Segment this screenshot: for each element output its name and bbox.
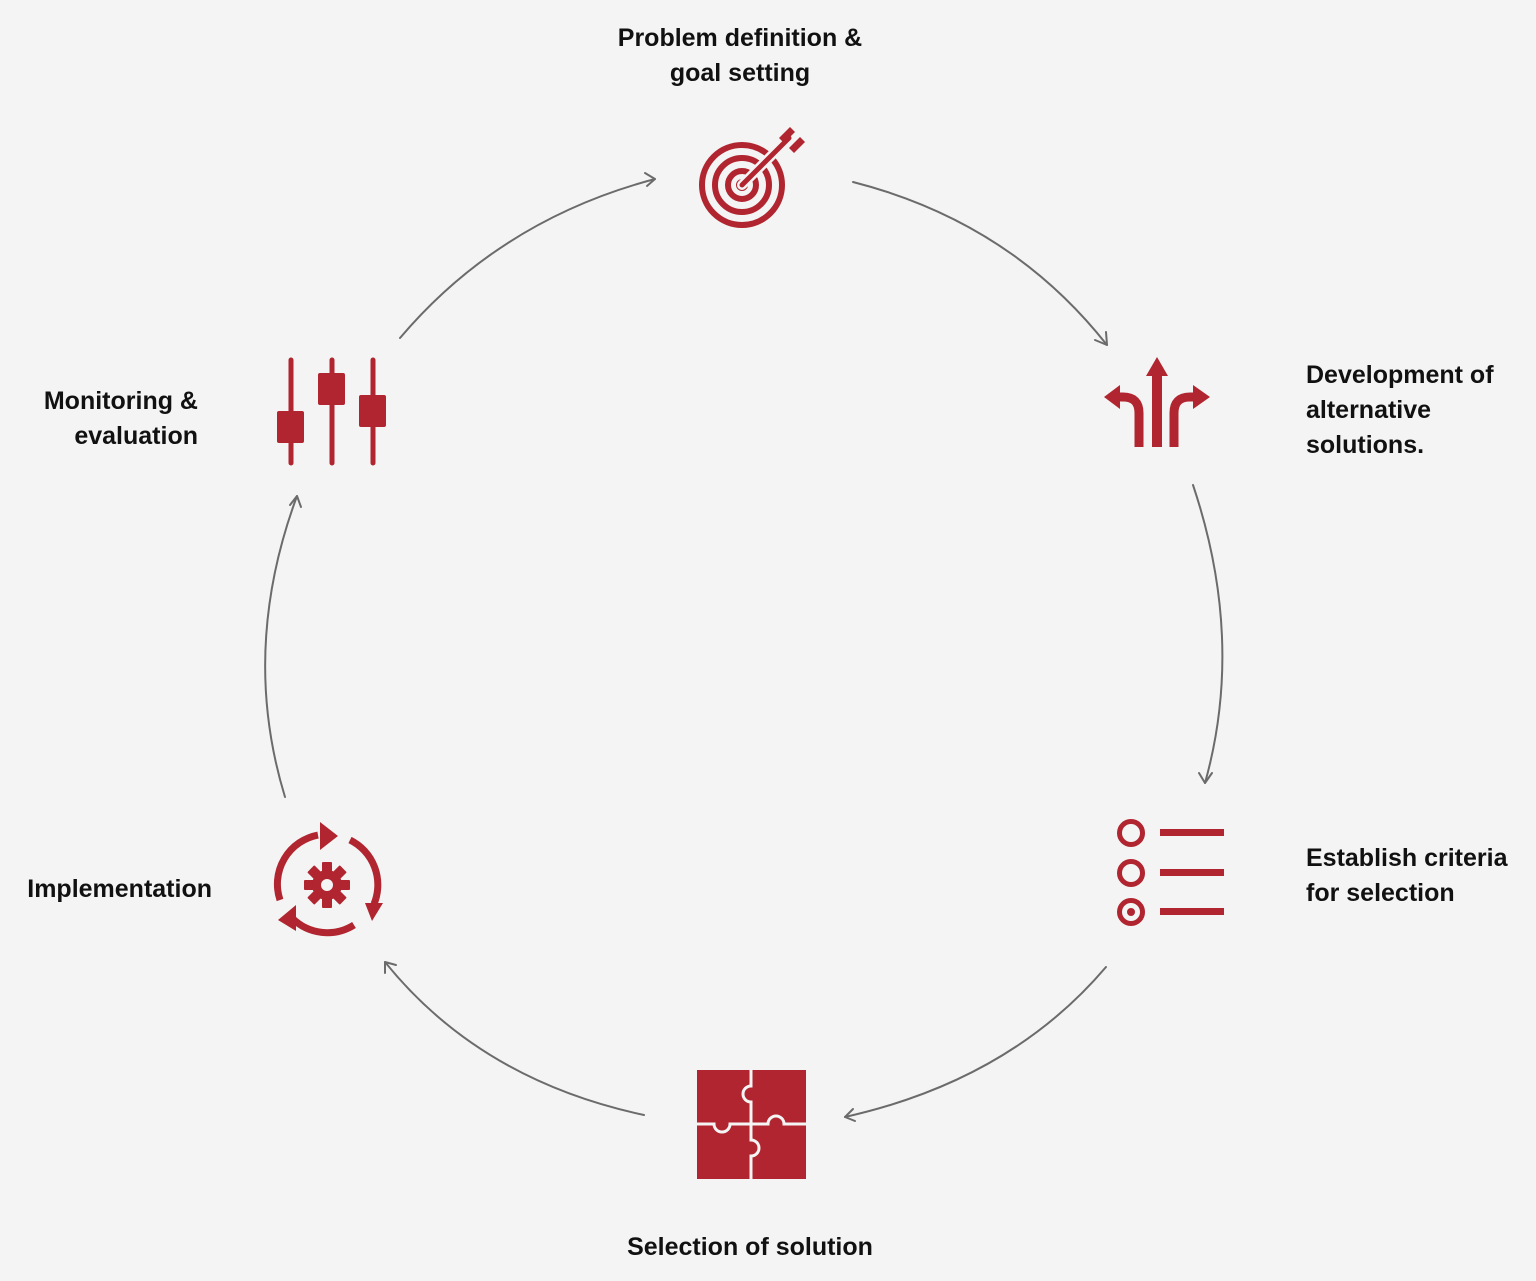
label-line: Monitoring & bbox=[43, 387, 198, 415]
step-label-development-of-alternatives: Development of alternative solutions. bbox=[1306, 358, 1531, 463]
arrow-criteria-to-selection bbox=[844, 966, 1107, 1122]
split-arrows-icon bbox=[1104, 357, 1210, 447]
arrow-monitoring-to-problem bbox=[399, 172, 656, 339]
arrow-problem-to-development bbox=[852, 181, 1108, 346]
arrow-development-to-criteria bbox=[1192, 484, 1224, 784]
label-line: Development of bbox=[1306, 361, 1494, 389]
step-label-selection-of-solution: Selection of solution bbox=[550, 1230, 950, 1265]
puzzle-icon bbox=[695, 1068, 808, 1181]
step-label-monitoring-evaluation: Monitoring & evaluation bbox=[0, 384, 198, 454]
target-icon bbox=[699, 127, 805, 228]
sliders-icon bbox=[277, 357, 386, 466]
label-line: evaluation bbox=[74, 422, 198, 450]
cycle-gear-icon bbox=[273, 822, 383, 937]
label-line: goal setting bbox=[669, 59, 811, 87]
arrow-selection-to-implementation bbox=[384, 961, 645, 1116]
step-label-establish-criteria: Establish criteria for selection bbox=[1306, 841, 1531, 911]
label-line: Selection of solution bbox=[627, 1233, 873, 1261]
arrow-implementation-to-monitoring bbox=[264, 495, 302, 798]
label-line: Implementation bbox=[27, 875, 212, 903]
label-line: for selection bbox=[1306, 879, 1455, 907]
step-label-implementation: Implementation bbox=[0, 872, 212, 907]
step-label-problem-definition: Problem definition & goal setting bbox=[540, 21, 940, 91]
label-line: alternative bbox=[1306, 396, 1432, 424]
label-line: solutions. bbox=[1306, 431, 1425, 459]
label-line: Establish criteria bbox=[1306, 844, 1508, 872]
checklist-icon bbox=[1117, 819, 1224, 926]
label-line: Problem definition & bbox=[617, 24, 863, 52]
